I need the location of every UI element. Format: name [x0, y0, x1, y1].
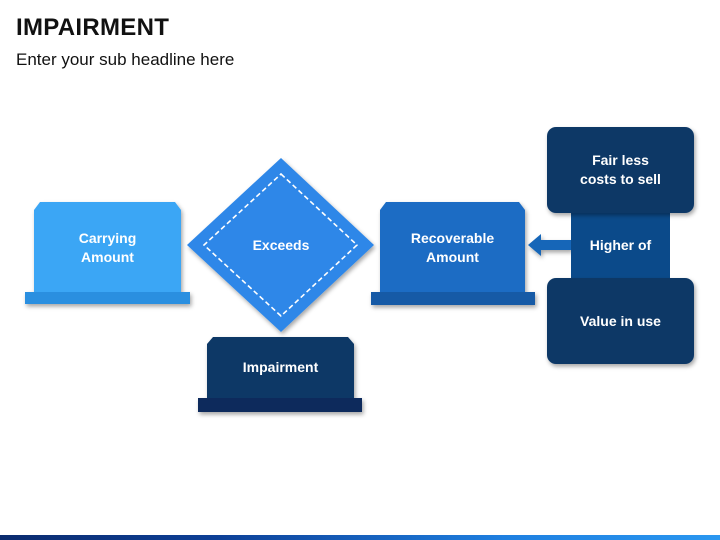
fair-less-costs-label: Fair less costs to sell	[580, 152, 661, 187]
higher-of-shape	[571, 212, 670, 278]
higher-of-label: Higher of	[589, 236, 652, 253]
value-in-use-shape	[547, 278, 694, 364]
impairment-shape	[198, 337, 362, 412]
recoverable-amount-label: Recoverable Amount	[410, 229, 495, 265]
footer-bar	[0, 535, 720, 540]
exceeds-label: Exceeds	[252, 236, 310, 253]
carrying-amount-label: Carrying Amount	[78, 229, 137, 265]
page-title: IMPAIRMENT	[16, 14, 170, 41]
recoverable-amount-shape	[371, 202, 535, 305]
carrying-amount-shape	[25, 202, 190, 304]
arrow-left-icon	[528, 234, 572, 256]
fair-less-costs-shape	[547, 127, 694, 213]
page-subtitle: Enter your sub headline here	[16, 50, 235, 69]
exceeds-diamond	[187, 158, 374, 332]
impairment-label: Impairment	[242, 359, 319, 375]
value-in-use-label: Value in use	[580, 312, 661, 329]
